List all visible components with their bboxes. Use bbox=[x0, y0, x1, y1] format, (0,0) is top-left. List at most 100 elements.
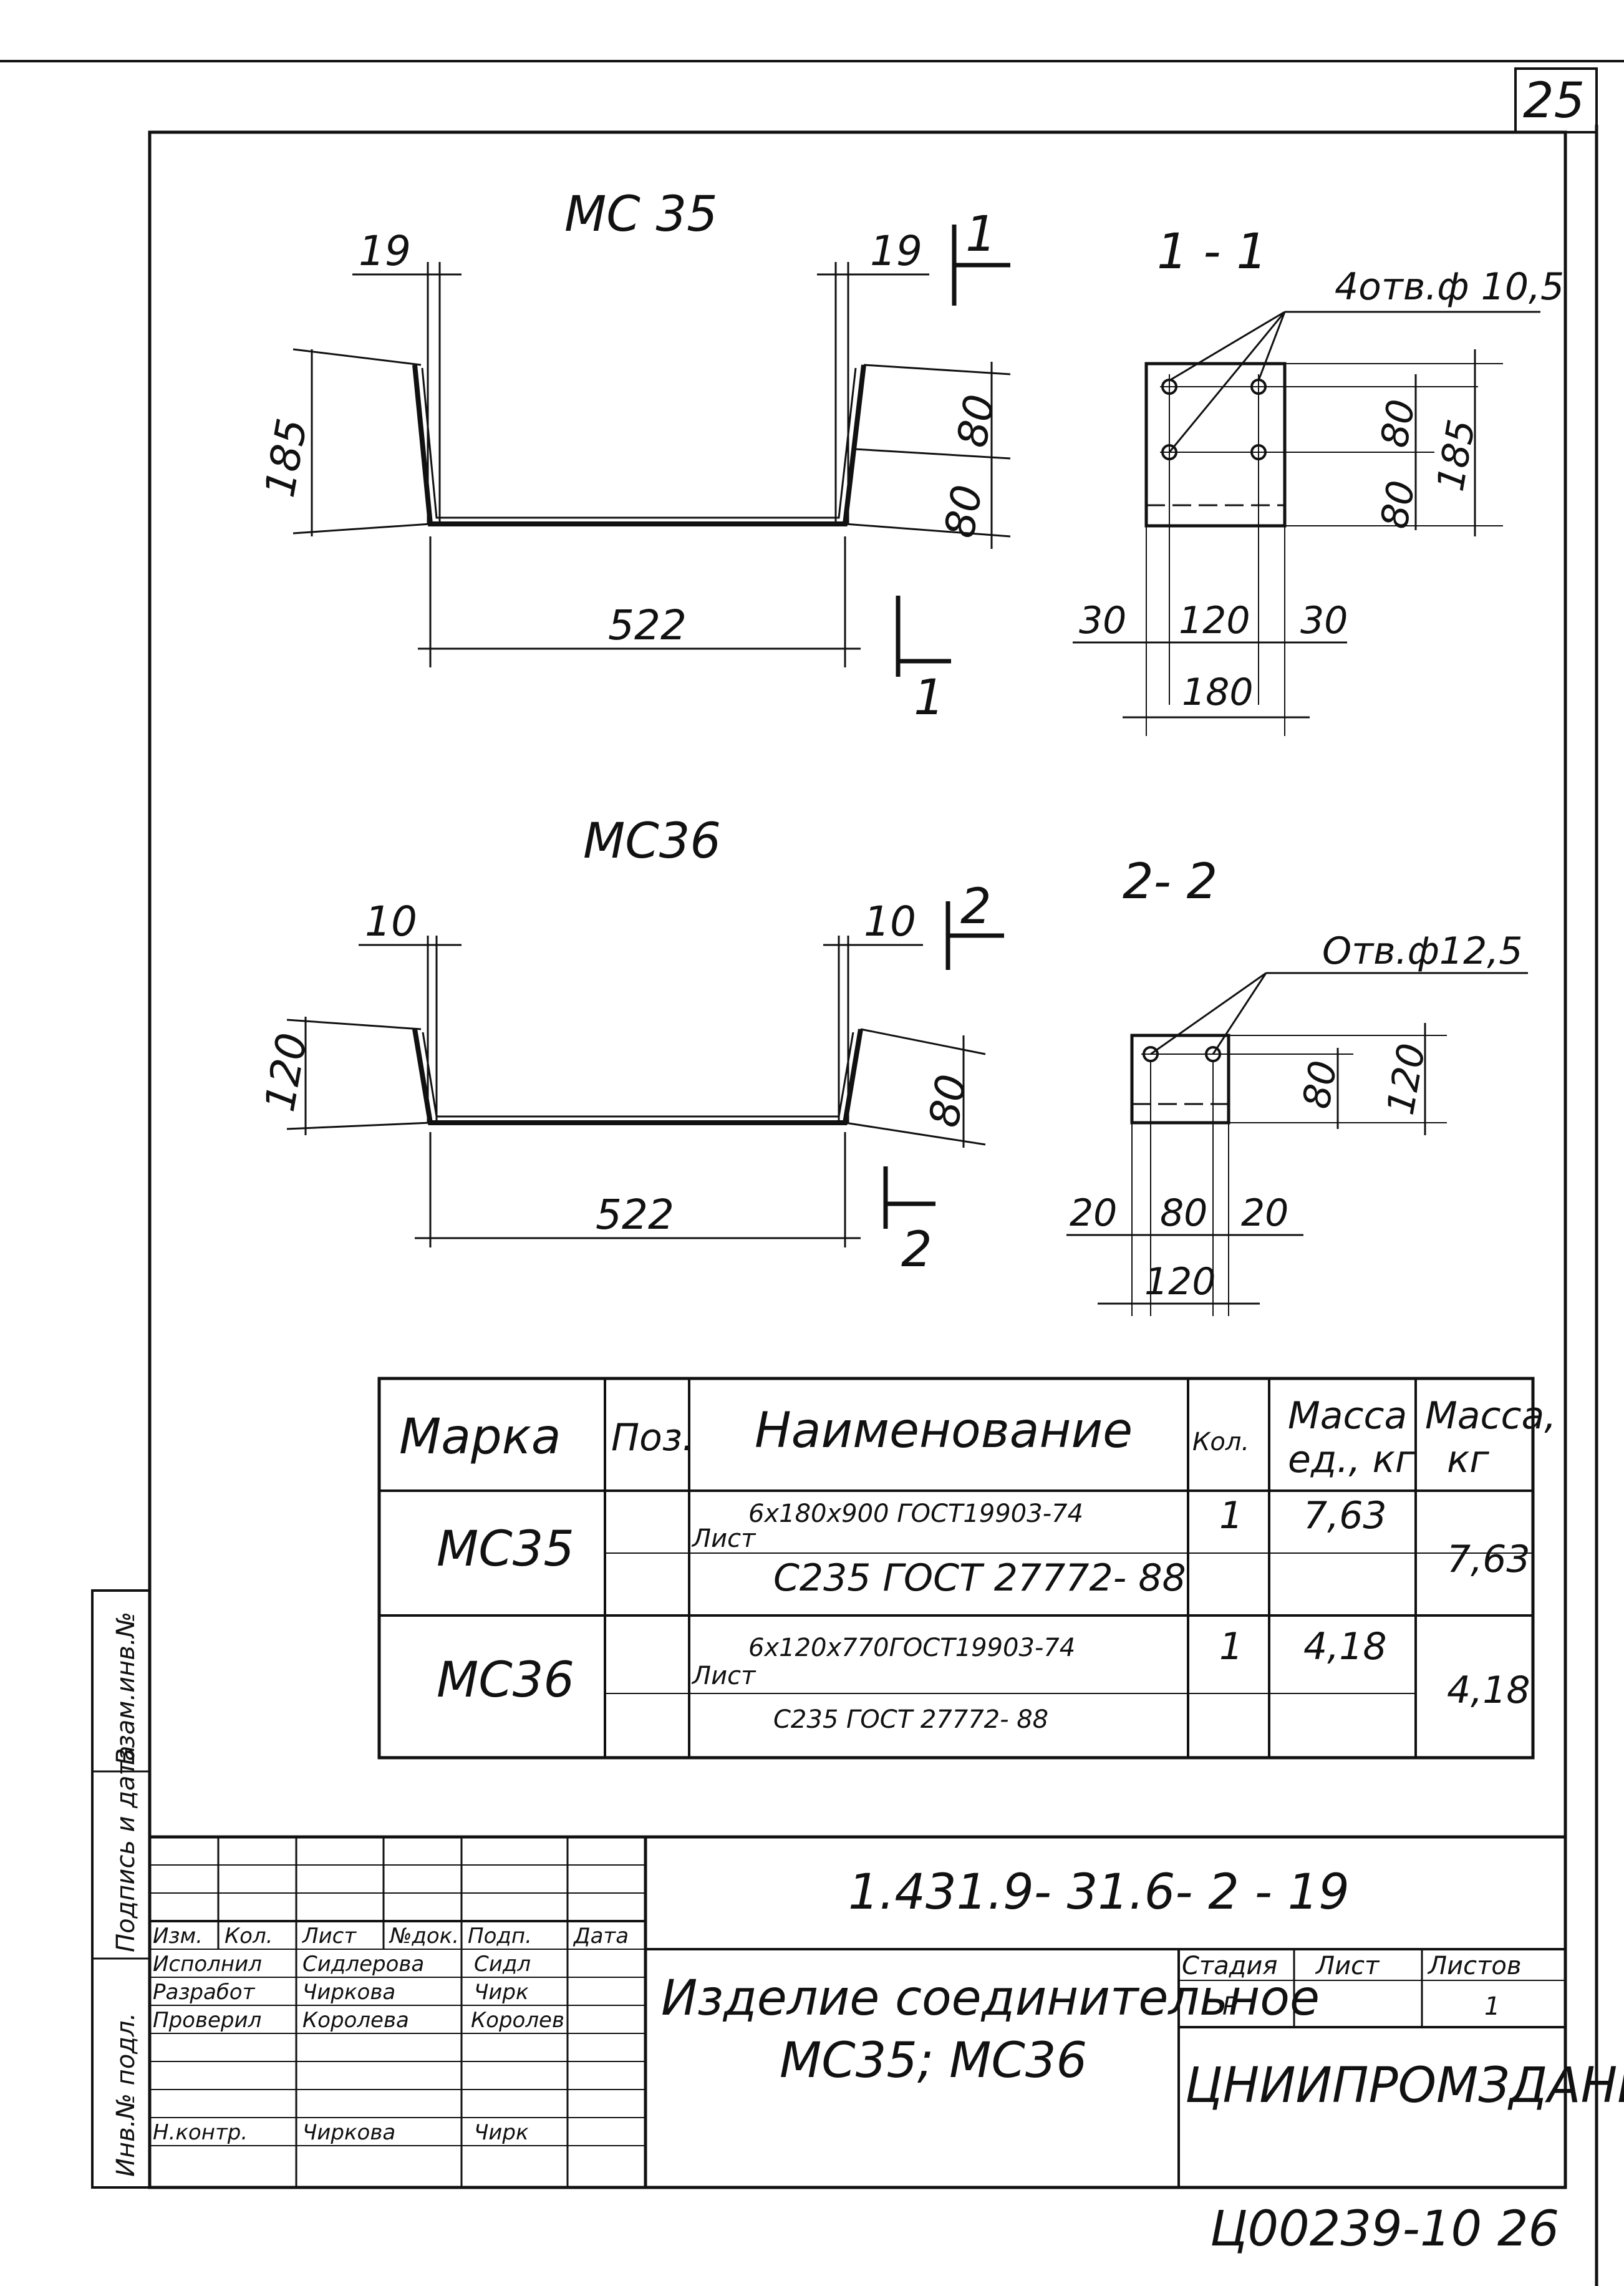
section2-dim-middle: 80 bbox=[1160, 1191, 1207, 1235]
row1-unit-mass: 7,63 bbox=[1303, 1494, 1387, 1538]
row1-name-bottom: С235 ГОСТ 27772- 88 bbox=[773, 1556, 1186, 1600]
section1-dim-side-right: 30 bbox=[1300, 599, 1348, 642]
section2-dim-total: 120 bbox=[1144, 1260, 1216, 1304]
table-header-unit-mass-2: ед., кг bbox=[1288, 1438, 1415, 1481]
table-header-mark: Марка bbox=[399, 1409, 561, 1465]
section1-dim-side-left: 30 bbox=[1079, 599, 1126, 642]
title-line-2: МС35; МС36 bbox=[780, 2033, 1087, 2089]
side-label-replace: Взам.инв.№ bbox=[112, 1612, 140, 1765]
table-header-name: Наименование bbox=[755, 1403, 1133, 1459]
mc35-profile bbox=[412, 364, 866, 526]
mc35-title: МС 35 bbox=[564, 186, 718, 243]
mc36-dim-top-right: 10 bbox=[864, 898, 916, 946]
person-sign-3: Королев bbox=[471, 2008, 564, 2033]
person-name-3: Королева bbox=[302, 2008, 409, 2033]
sheet-label: Лист bbox=[1315, 1952, 1380, 1980]
title-block: Изм. Кол. Лист №док. Подп. Дата Исполнил… bbox=[150, 1835, 1624, 2187]
section2-plate bbox=[1130, 1034, 1230, 1125]
mc36-dim-height: 120 bbox=[256, 1029, 317, 1115]
person-sign-4: Чирк bbox=[474, 2120, 529, 2145]
mc36-profile-inner bbox=[422, 1032, 854, 1118]
mc36-dim-length: 522 bbox=[596, 1191, 674, 1239]
header-cell-sign: Подп. bbox=[468, 1924, 532, 1949]
organization: ЦНИИПРОМЗДАНИЙ bbox=[1185, 2056, 1624, 2114]
section-2-view: 2- 2 Отв.ф12,5 80 120 20 80 20 120 bbox=[1066, 854, 1528, 1316]
table-header-unit-mass-1: Масса bbox=[1288, 1394, 1407, 1438]
mc35-dim-top-right: 19 bbox=[870, 227, 922, 275]
row1-name-top: 6х180х900 ГОСТ19903-74 bbox=[748, 1499, 1083, 1528]
sheet-number: 25 bbox=[1523, 73, 1585, 129]
side-strip: Взам.инв.№ Подпись и дата Инв.№ подл. bbox=[91, 1589, 151, 2189]
section2-dim-v1: 80 bbox=[1295, 1057, 1346, 1112]
person-sign-1: Сидл bbox=[474, 1952, 531, 1977]
section2-dim-side-right: 20 bbox=[1241, 1191, 1288, 1235]
section2-dim-side-left: 20 bbox=[1070, 1191, 1117, 1235]
drawing-code: 1.431.9- 31.6- 2 - 19 bbox=[848, 1864, 1350, 1920]
table-header-mass-2: кг bbox=[1447, 1438, 1489, 1481]
section-1-view: 1 - 1 4отв.ф 10,5 80 80 185 30 120 3 bbox=[1073, 224, 1564, 736]
row2-mass: 4,18 bbox=[1447, 1668, 1530, 1712]
sheets-label: Листов bbox=[1427, 1952, 1521, 1980]
section1-title: 1 - 1 bbox=[1157, 224, 1267, 280]
person-role-2: Разработ bbox=[153, 1980, 256, 2005]
mc36-dim-top-left: 10 bbox=[365, 898, 417, 946]
section1-dim-middle: 120 bbox=[1179, 599, 1250, 642]
mc35-dim-top-left: 19 bbox=[359, 227, 411, 275]
sheet-frame bbox=[148, 130, 1567, 2189]
mc35-profile-inner bbox=[421, 367, 857, 519]
side-label-inv: Инв.№ подл. bbox=[112, 2013, 140, 2177]
sheet-number-box bbox=[1514, 67, 1598, 133]
row1-mark: МС35 bbox=[437, 1521, 574, 1577]
mc35-section-mark-top: 1 bbox=[965, 206, 997, 263]
row2-name-prefix: Лист bbox=[691, 1662, 756, 1690]
section1-plate bbox=[1144, 362, 1287, 528]
sheets-value: 1 bbox=[1484, 1992, 1500, 2021]
mc36-section-mark-bottom: 2 bbox=[901, 1222, 932, 1278]
mc36-view: МС36 10 10 2 120 80 522 2 bbox=[256, 813, 1004, 1278]
section1-dim-total: 180 bbox=[1182, 671, 1254, 714]
person-name-2: Чиркова bbox=[302, 1980, 395, 2005]
header-cell-izm: Изм. bbox=[153, 1924, 203, 1949]
person-name-1: Сидлерова bbox=[302, 1952, 424, 1977]
row1-mass: 7,63 bbox=[1447, 1538, 1530, 1581]
stage-label: Стадия bbox=[1182, 1952, 1277, 1980]
row2-name-bottom: С235 ГОСТ 27772- 88 bbox=[773, 1705, 1048, 1734]
row2-mark: МС36 bbox=[437, 1652, 574, 1708]
mc35-section-mark-bottom: 1 bbox=[914, 670, 945, 726]
header-cell-date: Дата bbox=[573, 1924, 629, 1949]
row2-name-top: 6х120х770ГОСТ19903-74 bbox=[748, 1634, 1075, 1662]
side-label-signature: Подпись и дата bbox=[112, 1746, 140, 1952]
table-header-mass-1: Масса, bbox=[1425, 1394, 1556, 1438]
table-header-pos: Поз. bbox=[611, 1416, 694, 1460]
mc36-section-mark-top: 2 bbox=[960, 879, 992, 935]
mc35-view: МС 35 19 19 1 185 80 80 522 bbox=[256, 186, 1011, 726]
stage-value: Р bbox=[1222, 1992, 1238, 2021]
table-header-qty: Кол. bbox=[1192, 1428, 1249, 1456]
header-cell-list: Лист bbox=[301, 1924, 357, 1949]
mc36-dim-upper: 80 bbox=[920, 1071, 976, 1131]
section1-dim-v2: 80 bbox=[1373, 477, 1424, 531]
footer-number: Ц00239-10 26 bbox=[1210, 2201, 1559, 2257]
mc35-dim-lower: 80 bbox=[935, 482, 992, 541]
section2-title: 2- 2 bbox=[1123, 854, 1217, 910]
person-role-4: Н.контр. bbox=[153, 2120, 248, 2145]
mc35-dim-upper: 80 bbox=[948, 391, 1004, 451]
section2-holes: Отв.ф12,5 bbox=[1322, 929, 1523, 973]
section1-dim-v1: 80 bbox=[1373, 396, 1424, 450]
header-cell-kol: Кол. bbox=[225, 1924, 273, 1949]
mc35-dim-length: 522 bbox=[608, 601, 687, 649]
row1-qty: 1 bbox=[1219, 1494, 1243, 1538]
person-role-1: Исполнил bbox=[153, 1952, 262, 1977]
header-cell-doc: №док. bbox=[389, 1924, 459, 1949]
section1-holes: 4отв.ф 10,5 bbox=[1335, 265, 1564, 309]
spec-table: Марка Поз. Наименование Кол. Масса ед., … bbox=[377, 1377, 1556, 1760]
row1-name-prefix: Лист bbox=[691, 1524, 756, 1553]
mc36-profile bbox=[412, 1029, 863, 1125]
person-role-3: Проверил bbox=[153, 2008, 261, 2033]
row2-qty: 1 bbox=[1219, 1625, 1243, 1668]
mc36-title: МС36 bbox=[583, 813, 721, 869]
section1-holes-marks bbox=[1160, 374, 1478, 705]
person-sign-2: Чирк bbox=[474, 1980, 529, 2005]
mc35-dim-height: 185 bbox=[256, 415, 317, 500]
